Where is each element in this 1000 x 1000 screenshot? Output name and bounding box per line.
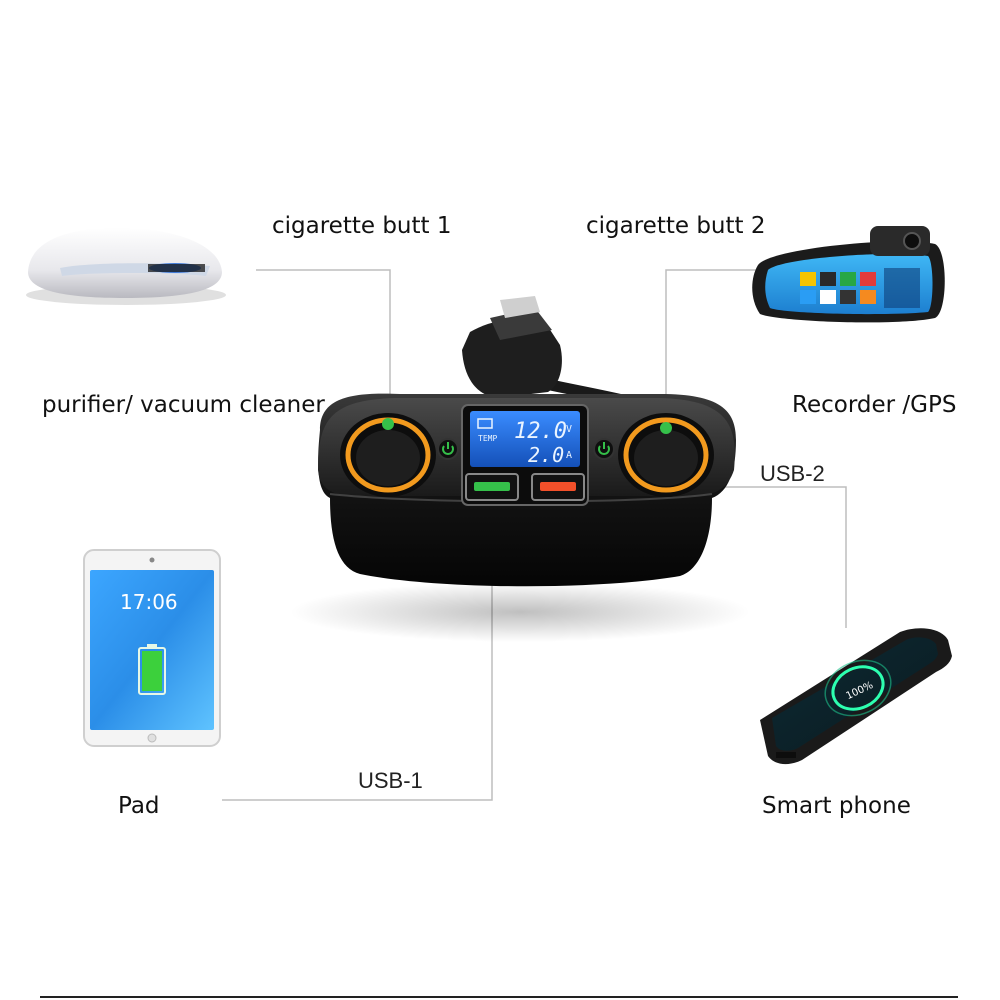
- purifier-device: [26, 227, 226, 305]
- tablet-clock: 17:06: [120, 590, 178, 614]
- lcd-temp-label: TEMP: [478, 434, 497, 443]
- car-charger-splitter: TEMP 12.0 V 2.0 A: [290, 296, 750, 642]
- mirror-app-tiles: [800, 268, 920, 308]
- cigarette-socket-1: [340, 413, 436, 497]
- label-usb-1: USB-1: [358, 768, 423, 793]
- label-cigarette-butt-2: cigarette butt 2: [586, 213, 766, 239]
- label-smart-phone: Smart phone: [762, 793, 911, 819]
- power-button-right: [593, 438, 615, 460]
- tablet-device: 17:06: [83, 549, 221, 747]
- usb-port-2: [531, 473, 585, 501]
- leader-line-cig1: [256, 269, 391, 420]
- tablet-battery-fill: [142, 651, 162, 691]
- label-purifier: purifier/ vacuum cleaner: [42, 392, 325, 418]
- power-button-left: [437, 438, 459, 460]
- recorder-gps-device: [752, 226, 945, 323]
- label-cigarette-butt-1: cigarette butt 1: [272, 213, 452, 239]
- usb-port-1: [465, 473, 519, 501]
- label-recorder-gps: Recorder /GPS: [792, 392, 957, 418]
- smartphone-device: 100%: [760, 628, 952, 765]
- leader-line-cig2: [665, 269, 756, 425]
- bottom-divider: [40, 996, 958, 998]
- lcd-voltage: 12.0: [514, 419, 567, 444]
- lcd-current: 2.0: [528, 443, 564, 467]
- lcd-voltage-unit: V: [566, 424, 572, 435]
- label-pad: Pad: [118, 793, 160, 819]
- lcd-current-unit: A: [566, 450, 572, 461]
- cigarette-socket-2: [618, 413, 714, 497]
- tablet-battery-cap: [147, 644, 157, 648]
- label-usb-2: USB-2: [760, 461, 825, 486]
